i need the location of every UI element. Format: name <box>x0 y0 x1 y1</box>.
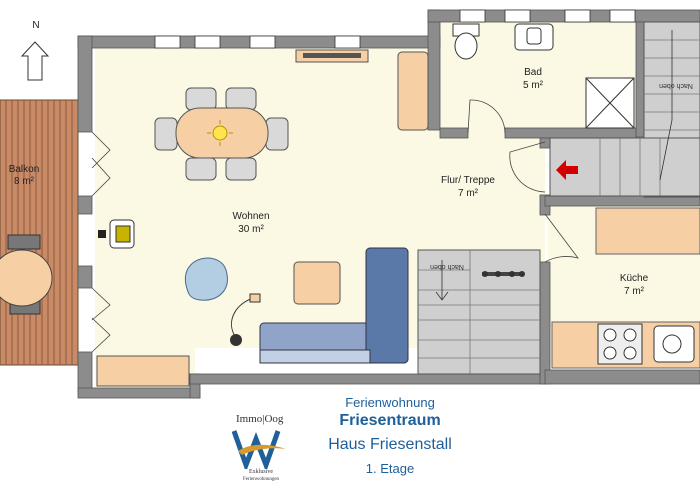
balkon-area: 8 m² <box>14 176 35 187</box>
stairs-center <box>417 249 541 375</box>
flur-name: Flur/ Treppe <box>441 175 495 186</box>
flur-door <box>509 141 546 193</box>
toilet-bowl-icon <box>454 32 478 60</box>
kueche-name: Küche <box>620 273 649 284</box>
beanbag <box>185 257 228 301</box>
logo-w-icon <box>232 430 286 469</box>
flur-area: 7 m² <box>458 188 479 199</box>
wohnen-area: 30 m² <box>238 224 264 235</box>
compass <box>20 41 50 81</box>
bad-fixtures <box>452 23 635 129</box>
window-bench <box>96 355 190 387</box>
north-arrow-icon <box>20 41 50 81</box>
logo-name: Immo|Oog <box>236 413 284 425</box>
sideboard <box>397 51 429 131</box>
caption-title: Friesentraum <box>339 412 441 429</box>
sofa <box>259 247 409 364</box>
floor-lamp <box>230 293 261 346</box>
coffee-table <box>293 261 341 305</box>
balcony <box>0 99 79 366</box>
balcony-table <box>0 249 53 307</box>
stove-icon <box>597 323 643 365</box>
lamp-icon <box>212 125 228 141</box>
stairs-right <box>549 21 700 198</box>
immooog-logo: Immo|Oog Exklusive Ferienwohnungen <box>226 413 296 495</box>
kueche-area: 7 m² <box>624 286 645 297</box>
stairs-right-label: Nach oben <box>659 82 693 89</box>
dining-set <box>154 87 289 181</box>
caption-subtitle: Ferienwohnung <box>345 395 435 410</box>
balkon-name: Balkon <box>9 164 40 175</box>
logo-tagline-1: Exklusive <box>249 469 273 475</box>
kueche-door <box>544 213 580 263</box>
bad-name: Bad <box>524 67 542 78</box>
compass-letter: N <box>32 20 39 31</box>
wohnen-name: Wohnen <box>232 211 269 222</box>
balcony-doors <box>91 131 111 353</box>
bad-door <box>467 99 506 134</box>
logo-tagline-2: Ferienwohnungen <box>242 477 280 482</box>
bad-area: 5 m² <box>523 80 544 91</box>
coat-rack <box>482 271 525 277</box>
balcony-bench-top <box>7 234 41 250</box>
armchair <box>98 219 135 249</box>
entry-arrow-icon <box>556 160 578 180</box>
stairs-center-label: Nach oben <box>430 263 464 270</box>
windows <box>154 9 636 49</box>
caption-house: Haus Friesenstall <box>328 436 452 453</box>
kitchen-fixtures <box>551 207 700 369</box>
caption-floor: 1. Etage <box>365 461 415 476</box>
